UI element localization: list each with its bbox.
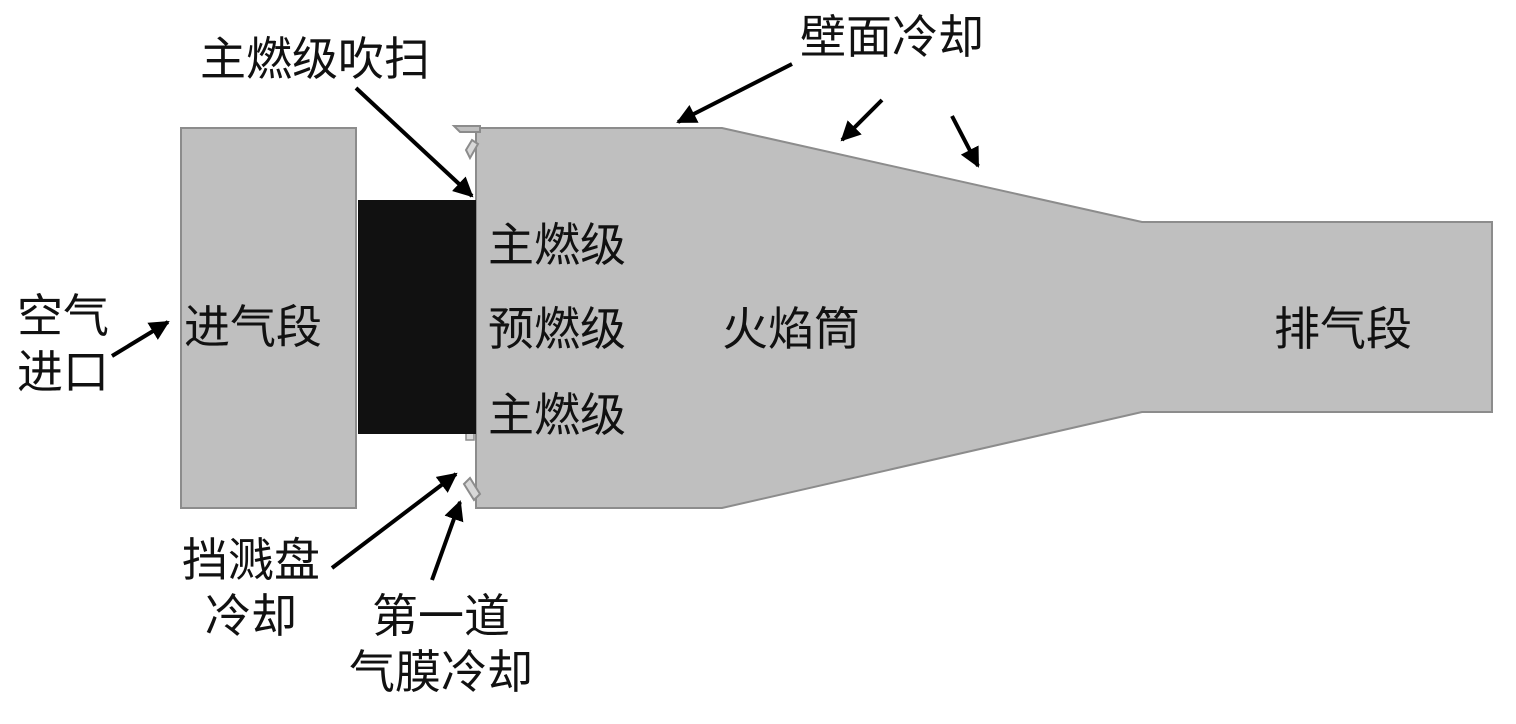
label-wall-cooling: 壁面冷却	[800, 10, 984, 64]
label-pilot-stage: 预燃级	[488, 302, 626, 356]
label-splash-plate-cooling-line2: 冷却	[205, 589, 297, 644]
label-splash-plate-cooling-line1: 挡溅盘	[182, 533, 320, 587]
arrow-wall-cooling-3	[950, 115, 980, 168]
label-air-inlet-line2: 进口	[17, 345, 109, 400]
arrow-splash-plate-cooling	[330, 472, 458, 570]
bottom-cooling-hook	[462, 476, 482, 502]
inlet-section-block	[180, 127, 357, 509]
arrow-air-inlet	[110, 320, 170, 358]
label-exhaust-section: 排气段	[1274, 302, 1412, 356]
label-air-inlet-line1: 空气	[17, 289, 109, 343]
top-cooling-lip	[451, 125, 481, 133]
arrow-first-film-cooling	[430, 500, 464, 581]
label-main-stage-purge: 主燃级吹扫	[200, 32, 430, 86]
top-cooling-hook	[464, 138, 480, 161]
burner-head-block	[358, 200, 476, 434]
label-main-stage-top: 主燃级	[488, 218, 626, 272]
label-first-film-cooling: 第一道 气膜冷却	[336, 588, 546, 700]
label-splash-plate-cooling: 挡溅盘 冷却	[166, 532, 336, 644]
flame-tube-body	[475, 127, 1493, 509]
arrow-wall-cooling-2	[840, 98, 884, 142]
label-first-film-cooling-line2: 气膜冷却	[349, 645, 533, 700]
arrow-wall-cooling-1	[676, 62, 793, 124]
label-air-inlet: 空气 进口	[8, 288, 118, 400]
label-main-stage-bottom: 主燃级	[488, 388, 626, 442]
label-flame-tube: 火焰筒	[722, 302, 860, 356]
arrow-main-stage-purge	[354, 86, 474, 198]
label-first-film-cooling-line1: 第一道	[372, 589, 510, 643]
label-inlet-section: 进气段	[184, 300, 322, 354]
